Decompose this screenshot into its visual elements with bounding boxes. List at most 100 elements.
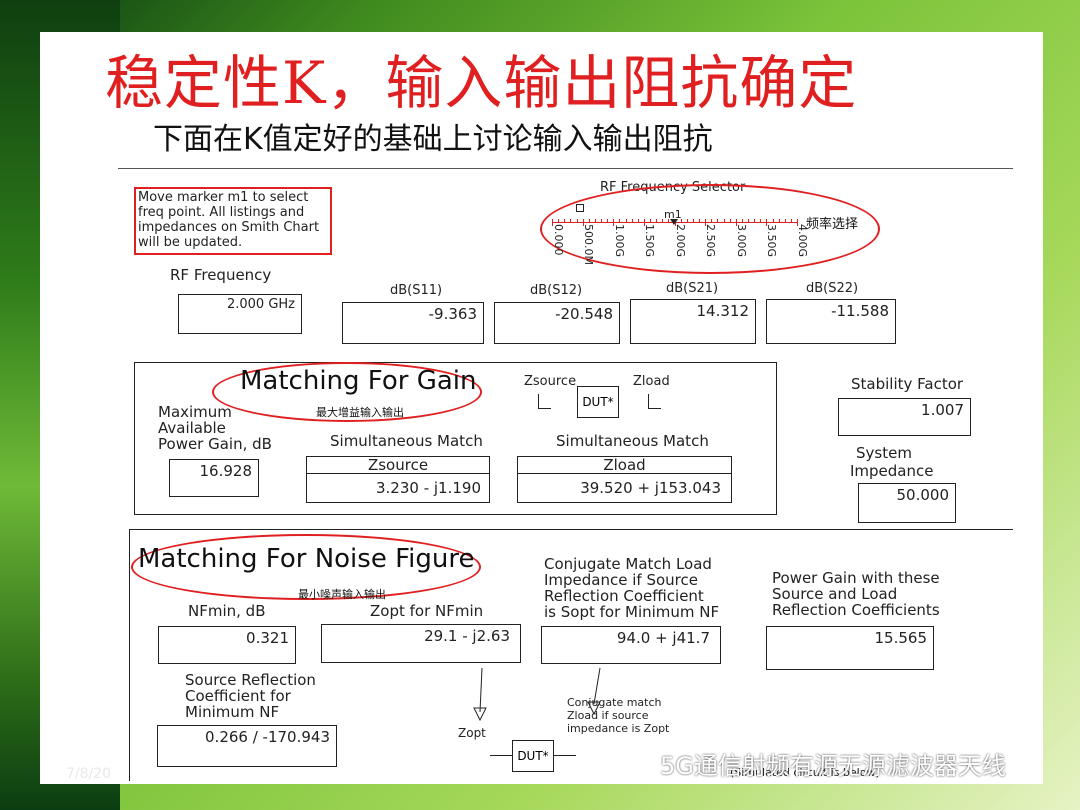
zsource-field: 3.230 - j1.190	[306, 473, 490, 503]
s11-field: -9.363	[342, 302, 484, 344]
conjugate-load-field: 94.0 + j41.7	[541, 626, 721, 664]
slider-tick	[797, 219, 798, 226]
axis-tick-label: 2.00G	[674, 224, 687, 258]
slider-tick	[552, 219, 553, 226]
zload-arrow-icon	[587, 667, 601, 716]
rf-frequency-label: RF Frequency	[170, 266, 272, 284]
port-arrow-icon	[648, 394, 661, 409]
source-reflection-field: 0.266 / -170.943	[157, 725, 337, 767]
s22-field: -11.588	[766, 299, 896, 344]
slider-tick	[564, 219, 566, 223]
stability-factor-field: 1.007	[838, 398, 971, 436]
zopt-arrow-icon	[473, 667, 487, 722]
nfmin-label: NFmin, dB	[188, 602, 266, 620]
zsource-value: 3.230 - j1.190	[376, 479, 481, 497]
slider-tick	[790, 219, 792, 223]
marker-label: m1	[664, 208, 682, 221]
axis-tick-label: 0.000	[552, 224, 565, 256]
simultaneous-match-label: Simultaneous Match	[330, 432, 483, 450]
source-reflection-label-line: Coefficient for	[185, 687, 291, 705]
conjugate-note-line: impedance is Zopt	[567, 722, 670, 735]
zopt-value: 29.1 - j2.63	[424, 627, 510, 645]
slider-tick	[760, 219, 762, 223]
slider-tick	[723, 219, 725, 223]
gain-diagram-zsource: Zsource	[524, 374, 577, 389]
axis-tick-label: 1.50G	[643, 224, 656, 258]
axis-tick-label: 3.50G	[765, 224, 778, 258]
source-reflection-value: 0.266 / -170.943	[205, 728, 330, 746]
system-impedance-label: System	[856, 444, 912, 462]
power-gain-value: 15.565	[874, 629, 928, 647]
simulated-circuit-note: (Simulated circuit is below)	[730, 766, 880, 779]
port-arrow-icon	[538, 394, 551, 409]
noise-heading-highlight	[131, 534, 481, 600]
axis-tick-label: 4.00G	[796, 224, 809, 258]
slider-tick	[686, 219, 688, 223]
power-gain-label: Power Gain with these Source and Load Re…	[772, 570, 940, 618]
dut-block: DUT*	[577, 386, 619, 418]
wire	[490, 755, 512, 756]
slider-tick	[582, 219, 584, 226]
noise-matching-panel	[129, 529, 1013, 781]
gain-cn-label: 最大增益输入输出	[316, 406, 404, 419]
slider-marker-handle[interactable]	[576, 204, 584, 212]
slider-tick	[662, 219, 664, 223]
slider-tick	[570, 219, 572, 223]
slider-tick	[711, 219, 713, 223]
zopt-field: 29.1 - j2.63	[321, 624, 521, 663]
s21-value: 14.312	[696, 302, 750, 320]
frequency-selector-cn-label: 频率选择	[806, 217, 859, 232]
max-gain-label-line: Power Gain, dB	[158, 435, 272, 453]
divider	[118, 168, 1013, 169]
conjugate-note-line: Zload if source	[567, 709, 649, 722]
axis-tick-label: 2.50G	[704, 224, 717, 258]
conjugate-load-value: 94.0 + j41.7	[616, 629, 710, 647]
slider-tick	[748, 219, 749, 223]
chat-bubble-icon	[618, 747, 652, 777]
marker-pointer-icon	[670, 219, 678, 225]
slider-tick	[668, 219, 670, 223]
power-gain-label-line: Reflection Coefficients	[772, 601, 940, 619]
zopt-label: Zopt for NFmin	[370, 602, 484, 620]
slider-tick	[613, 219, 615, 226]
zload-field: 39.520 + j153.043	[517, 473, 732, 503]
conjugate-match-label-line: Conjugate Match Load	[544, 555, 712, 573]
s21-field: 14.312	[630, 299, 756, 344]
watermark-text: 5G通信射频有源无源滤波器天线	[660, 752, 1006, 780]
max-gain-label-line: Available	[158, 419, 226, 437]
system-impedance-field: 50.000	[858, 483, 956, 523]
slider-tick	[735, 219, 737, 226]
slider-tick	[631, 219, 633, 223]
conjugate-note-line: Conjugate match	[567, 696, 662, 709]
source-reflection-label-line: Source Reflection	[185, 671, 316, 689]
slider-tick	[699, 219, 700, 223]
conjugate-note: Conjugate match Zload if source impedanc…	[567, 696, 669, 735]
axis-tick-label: 500.0M	[582, 224, 595, 265]
simultaneous-match-label: Simultaneous Match	[556, 432, 709, 450]
wire	[554, 755, 576, 756]
slide-canvas: 稳定性K，输入输出阻抗确定 下面在K值定好的基础上讨论输入输出阻抗 Move m…	[40, 32, 1043, 784]
conjugate-match-label-line: Impedance if Source	[544, 571, 698, 589]
conjugate-match-label-line: is Sopt for Minimum NF	[544, 603, 720, 621]
gain-heading: Matching For Gain	[240, 366, 477, 396]
slider-tick	[717, 219, 719, 223]
max-gain-label-line: Maximum	[158, 403, 232, 421]
power-gain-label-line: Power Gain with these	[772, 569, 940, 587]
frequency-slider[interactable]: m1	[552, 198, 798, 228]
s11-label: dB(S11)	[390, 283, 443, 298]
s12-field: -20.548	[494, 302, 620, 344]
slider-tick	[766, 219, 768, 226]
slider-tick	[619, 219, 621, 223]
frequency-axis: 0.000 500.0M 1.00G 1.50G 2.00G 2.50G 3.0…	[552, 224, 812, 268]
footer-date: 7/8/20	[66, 766, 112, 782]
max-gain-label: Maximum Available Power Gain, dB	[158, 404, 272, 452]
slider-tick	[637, 219, 639, 223]
conjugate-match-label-line: Reflection Coefficient	[544, 587, 704, 605]
slide-title: 稳定性K，输入输出阻抗确定	[105, 49, 858, 117]
slider-tick	[741, 219, 743, 223]
s22-value: -11.588	[831, 302, 889, 320]
gain-matching-panel	[134, 362, 777, 515]
instruction-note-box: Move marker m1 to select freq point. All…	[134, 187, 332, 255]
conjugate-match-label: Conjugate Match Load Impedance if Source…	[544, 556, 719, 620]
slider-tick	[784, 219, 786, 223]
